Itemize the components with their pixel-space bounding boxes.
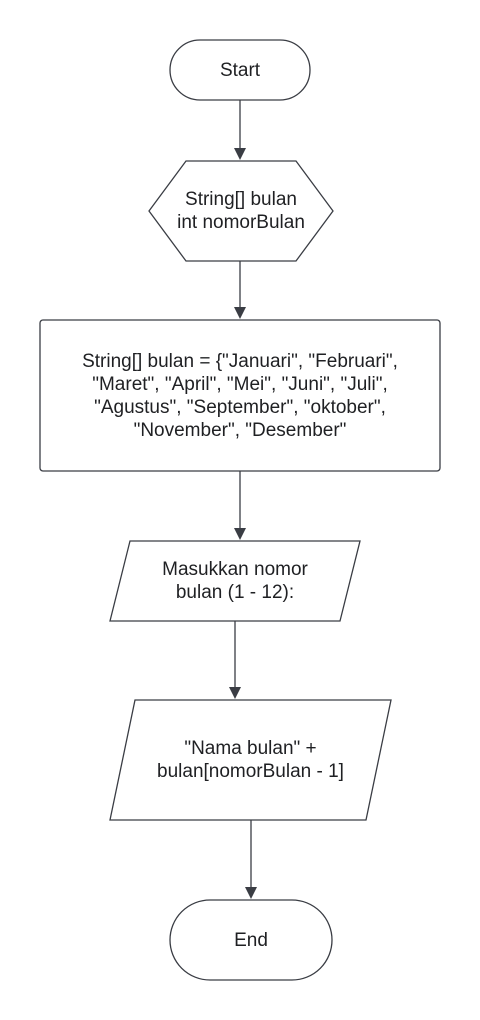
declaration-preparation-shape — [148, 160, 334, 262]
start-label-line: Start — [219, 59, 261, 81]
declaration-label-line: String[] bulan — [185, 189, 297, 210]
array-init-label-line: "Agustus", "September", "oktober", — [94, 396, 386, 418]
array-init-label-line: "Maret", "April", "Mei", "Juni", "Juli", — [92, 373, 388, 395]
declaration-label: String[] bulan int nomorBulan — [150, 161, 332, 261]
arrowhead — [234, 307, 246, 319]
connector-input-output — [229, 621, 241, 699]
arrowhead — [245, 887, 257, 899]
array-init-label-line: String[] bulan = {"Januari", "Februari", — [82, 350, 398, 372]
input-data-shape — [109, 540, 361, 622]
end-terminator-shape — [169, 899, 333, 981]
declaration-label-line: int nomorBulan — [177, 212, 305, 233]
connector-declare-init — [234, 261, 246, 319]
input-label-line: Masukkan nomor — [162, 559, 308, 580]
input-label: Masukkan nomor bulan (1 - 12): — [130, 541, 340, 621]
start-label: Start — [170, 40, 310, 100]
array-init-label-line: "November", "Desember" — [133, 419, 347, 441]
connector-init-input — [234, 471, 246, 540]
array-init-label: String[] bulan = {"Januari", "Februari",… — [40, 320, 440, 471]
arrowhead — [234, 528, 246, 540]
input-label-line: bulan (1 - 12): — [175, 582, 295, 603]
output-label: "Nama bulan" + bulan[nomorBulan - 1] — [135, 700, 366, 820]
end-label: End — [170, 900, 332, 980]
end-label-line: End — [234, 929, 268, 951]
arrowhead — [234, 148, 246, 160]
connector-start-declare — [234, 100, 246, 160]
arrowhead — [229, 687, 241, 699]
output-label-line: bulan[nomorBulan - 1] — [157, 761, 344, 782]
connector-output-end — [245, 820, 257, 899]
output-label-line: "Nama bulan" + — [184, 738, 317, 759]
output-data-shape — [109, 699, 392, 821]
